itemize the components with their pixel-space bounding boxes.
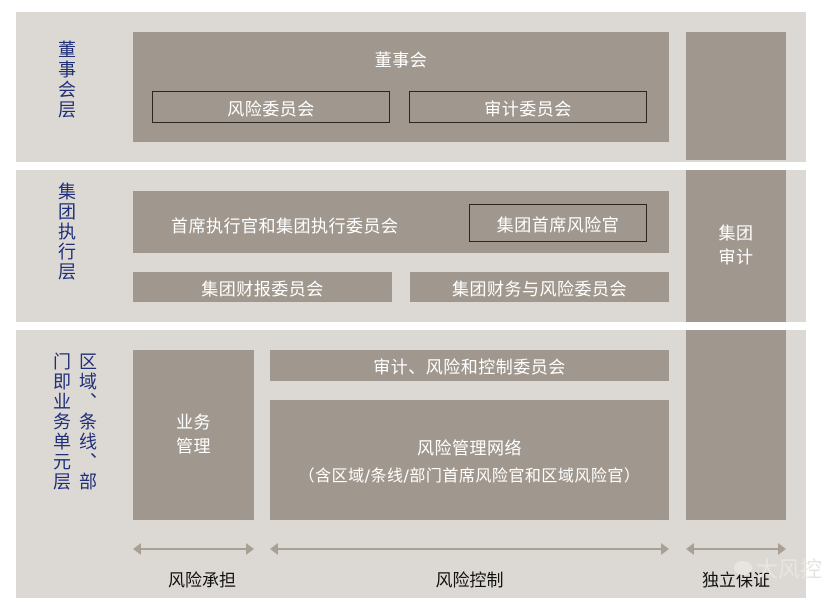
- group-audit-box: 集团 审计: [686, 170, 786, 322]
- ceo-committee-box: 首席执行官和集团执行委员会 集团首席风险官: [133, 191, 669, 253]
- layer-label-bu-col2: 门即业务单元层: [50, 352, 71, 492]
- cro-box: 集团首席风险官: [469, 204, 647, 242]
- finance-risk-committee: 集团财务与风险委员会: [410, 272, 669, 302]
- board-title: 董事会: [374, 51, 428, 71]
- layer-label-bu-col1: 区域、条线、部: [76, 352, 97, 492]
- risk-control-label: 风险控制: [435, 571, 504, 591]
- risk-network-title: 风险管理网络: [417, 439, 522, 459]
- risk-committee: 风险委员会: [152, 91, 390, 123]
- layer-label-exec: 集团执行层: [55, 182, 76, 282]
- ceo-committee-label: 首席执行官和集团执行委员会: [171, 217, 399, 237]
- independent-assurance-label: 独立保证: [702, 571, 770, 591]
- risk-management-network-box: 风险管理网络 （含区域/条线/部门首席风险官和区域风险官）: [270, 400, 669, 520]
- independent-assurance-arrow: [686, 543, 786, 555]
- audit-committee: 审计委员会: [409, 91, 647, 123]
- watermark: 大风控: [733, 552, 822, 584]
- layer-label-board: 董事会层: [55, 40, 76, 120]
- risk-control-arrow: [270, 543, 669, 555]
- layer-label-bu: 区域、条线、部 门即业务单元层: [48, 352, 98, 492]
- board-box: 董事会 风险委员会 审计委员会: [133, 32, 669, 142]
- group-audit-column-top: [686, 32, 786, 160]
- business-management-box: 业务 管理: [133, 350, 254, 520]
- wechat-icon: [733, 561, 752, 575]
- financial-reporting-committee: 集团财报委员会: [133, 272, 392, 302]
- watermark-text: 大风控: [755, 558, 822, 583]
- risk-bearing-label: 风险承担: [168, 571, 236, 591]
- risk-bearing-arrow: [133, 543, 254, 555]
- audit-risk-control-committee: 审计、风险和控制委员会: [270, 350, 669, 381]
- group-audit-column-bottom: [686, 330, 786, 520]
- risk-network-subtitle: （含区域/条线/部门首席风险官和区域风险官）: [298, 466, 641, 485]
